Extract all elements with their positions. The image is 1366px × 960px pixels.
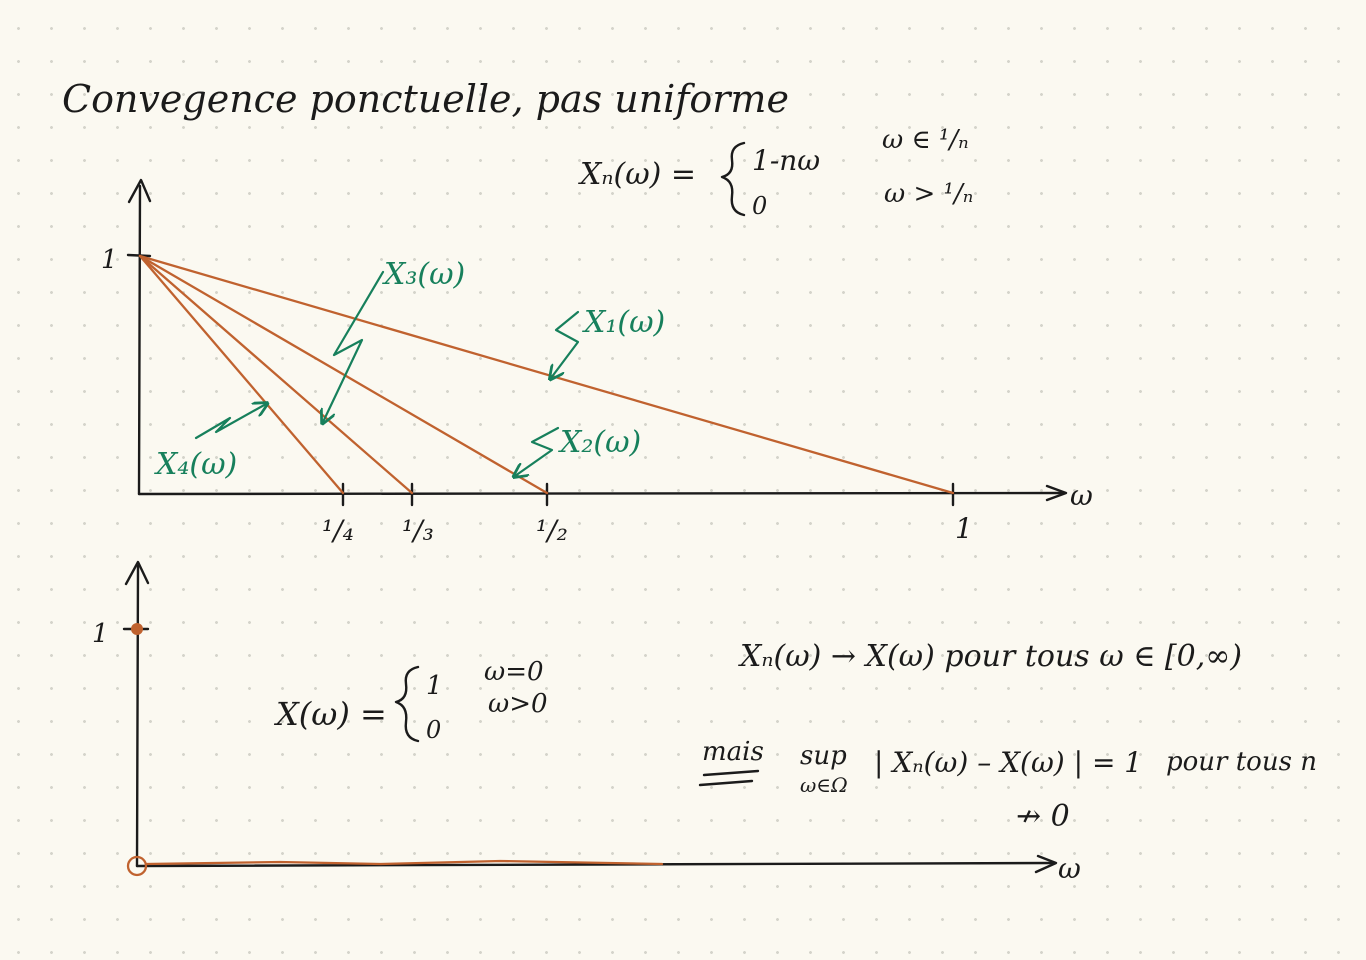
xn-definition: Xₙ(ω) = 1-nω 0 ω ∈ ¹/ₙ ω > ¹/ₙ <box>578 125 973 220</box>
curve-label-x1: X₁(ω) <box>582 305 665 340</box>
page-title: Convegence ponctuelle, pas uniforme <box>62 77 789 121</box>
curve-x3-pointer-arrow <box>323 270 385 422</box>
sup-subscript: ω∈Ω <box>800 773 848 797</box>
top-x-axis-label: ω <box>1070 479 1093 512</box>
limit-point-at-one <box>131 623 143 635</box>
sup-tail: pour tous n <box>1166 747 1317 777</box>
bottom-y-axis <box>135 564 140 868</box>
curve-x4 <box>138 254 345 495</box>
curve-label-x2: X₂(ω) <box>558 425 641 460</box>
top-graph: ω 1 ¹/₄ ¹/₃ ¹/₂ 1 X₃(ω) X₁(ω) X₂(ω) X₄(ω… <box>101 178 1093 547</box>
xn-definition-brace <box>720 141 746 217</box>
xn-case2-expression: 0 <box>752 192 767 220</box>
convergence-statement: Xₙ(ω) → X(ω) pour tous ω ∈ [0,∞) <box>738 639 1242 674</box>
top-x-axis <box>137 491 1064 496</box>
top-y-axis <box>137 184 142 496</box>
bottom-x-axis-arrowhead <box>1034 854 1058 874</box>
sup-mais-word: mais <box>702 737 764 767</box>
curve-x4-pointer-arrow <box>194 404 266 440</box>
top-x-tick-label-third: ¹/₃ <box>402 514 434 547</box>
bottom-y-tick-label: 1 <box>92 619 109 649</box>
limit-open-circle-origin <box>126 855 148 877</box>
limit-zero-line <box>144 859 664 866</box>
curve-label-x3: X₃(ω) <box>382 257 465 292</box>
curve-x2 <box>138 254 549 495</box>
curve-label-x4: X₄(ω) <box>154 447 237 482</box>
top-x-tick-label-one: 1 <box>955 512 973 545</box>
x-definition-brace <box>394 665 420 743</box>
xn-definition-lhs: Xₙ(ω) = <box>578 157 696 192</box>
curve-x1 <box>138 254 955 495</box>
top-x-tick-label-half: ¹/₂ <box>536 514 568 547</box>
curve-x2-pointer-arrow <box>515 426 560 476</box>
top-x-tick-label-quarter: ¹/₄ <box>322 514 354 547</box>
bottom-x-axis <box>135 861 1054 868</box>
x-case1-expression: 1 <box>426 671 443 701</box>
xn-case2-condition: ω > ¹/ₙ <box>884 179 973 209</box>
bottom-x-axis-label: ω <box>1058 852 1081 885</box>
bottom-graph: ω 1 <box>92 560 1081 885</box>
x-case1-condition: ω=0 <box>484 657 544 687</box>
x-definition-lhs: X(ω) = <box>273 695 387 733</box>
sup-mais-underline <box>698 769 760 787</box>
sup-not-to-zero: ↛ 0 <box>1016 799 1070 834</box>
curve-x1-pointer-arrow <box>551 310 580 378</box>
top-y-tick-label: 1 <box>101 245 118 275</box>
sup-operator: sup <box>800 741 847 771</box>
xn-case1-condition: ω ∈ ¹/ₙ <box>882 125 969 155</box>
bottom-y-axis-arrowhead <box>124 560 150 586</box>
curve-x3 <box>138 254 414 495</box>
sup-expression: | Xₙ(ω) – X(ω) | = 1 <box>874 746 1142 779</box>
sup-statement: mais sup ω∈Ω | Xₙ(ω) – X(ω) | = 1 pour t… <box>698 737 1317 834</box>
x-case2-expression: 0 <box>426 716 441 744</box>
top-y-axis-arrowhead <box>127 178 152 204</box>
xn-case1-expression: 1-nω <box>752 144 820 177</box>
x-case2-condition: ω>0 <box>488 689 548 719</box>
x-definition: X(ω) = 1 0 ω=0 ω>0 <box>273 657 548 744</box>
top-x-axis-arrowhead <box>1045 484 1068 502</box>
